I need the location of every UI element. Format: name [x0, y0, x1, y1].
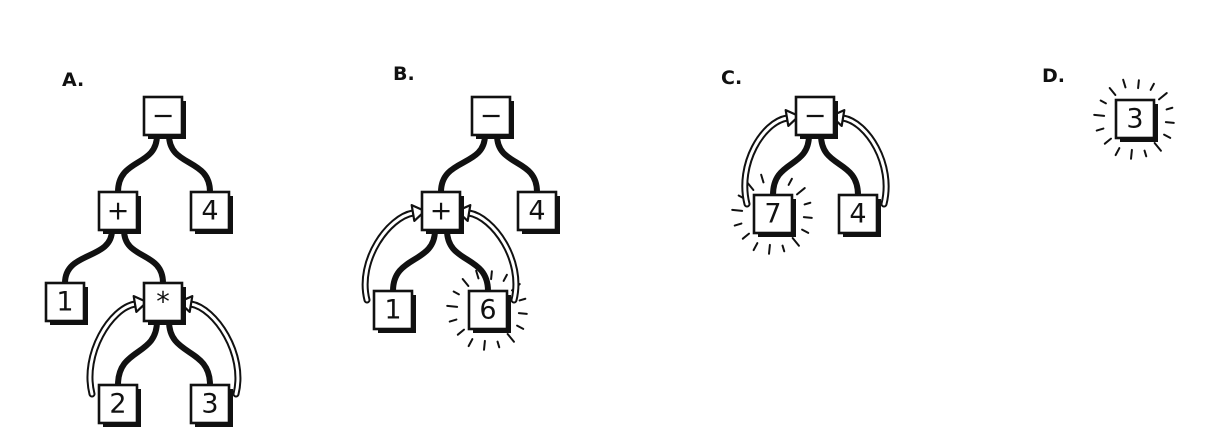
edge-a_minus-a_4: [166, 132, 213, 195]
node-label: +: [430, 196, 453, 227]
node-label: 4: [201, 196, 218, 227]
node-c_4: 4: [837, 193, 881, 237]
node-label: −: [480, 101, 503, 132]
nodes-layer: − +4 1 * 2 3 − +4 1 6 − 7 4 3: [44, 95, 1158, 427]
node-b_plus: +: [420, 190, 464, 234]
node-label: −: [152, 101, 175, 132]
edge-c_minus-c_7: [770, 132, 812, 198]
edge-b_minus-b_4: [494, 132, 540, 195]
node-label: 4: [528, 196, 545, 227]
node-label: 3: [201, 389, 218, 420]
edge-a_mult-a_2: [115, 318, 160, 388]
node-label: 6: [479, 295, 496, 326]
node-label: 7: [764, 199, 781, 230]
glow-layer: [446, 78, 1175, 351]
node-c_minus: −: [794, 95, 838, 139]
node-d_3: 3: [1114, 98, 1158, 142]
node-b_4: 4: [516, 190, 560, 234]
edge-c_minus-c_4: [818, 132, 861, 198]
arrow-b_1-to-b_plus: [361, 204, 426, 304]
node-a_plus: +: [97, 190, 141, 234]
edge-a_mult-a_3: [166, 318, 213, 388]
node-a_3: 3: [189, 383, 233, 427]
edge-a_plus-a_1: [62, 227, 115, 286]
edges-layer: [62, 132, 861, 388]
node-b_1: 1: [372, 289, 416, 333]
node-a_1: 1: [44, 281, 88, 325]
node-label: 3: [1126, 104, 1143, 135]
panel-a-label: A.: [62, 69, 84, 91]
edge-b_plus-b_1: [390, 227, 438, 294]
arrow-a_2-to-a_mult: [86, 295, 148, 398]
node-label: +: [107, 196, 130, 227]
node-a_4: 4: [189, 190, 233, 234]
edge-b_minus-b_plus: [438, 132, 488, 195]
node-label: 1: [56, 287, 73, 318]
node-c_7: 7: [752, 193, 796, 237]
node-label: *: [156, 287, 170, 318]
panel-b-label: B.: [393, 63, 415, 85]
edge-b_plus-b_6: [444, 227, 491, 294]
panel-d-label: D.: [1042, 65, 1065, 87]
arrow-c_7-to-c_minus: [741, 109, 800, 208]
node-b_minus: −: [470, 95, 514, 139]
glow-d_3: [1093, 78, 1175, 160]
node-a_minus: −: [142, 95, 186, 139]
arrows-layer: [86, 109, 890, 398]
node-b_6: 6: [467, 289, 511, 333]
node-a_2: 2: [97, 383, 141, 427]
edge-a_plus-a_mult: [121, 227, 166, 286]
node-label: 2: [109, 389, 126, 420]
edge-a_minus-a_plus: [115, 132, 160, 195]
node-a_mult: *: [142, 281, 186, 325]
node-label: 1: [384, 295, 401, 326]
panel-c-label: C.: [721, 67, 742, 89]
glow-b_6: [446, 269, 528, 351]
node-label: 4: [849, 199, 866, 230]
node-label: −: [804, 101, 827, 132]
